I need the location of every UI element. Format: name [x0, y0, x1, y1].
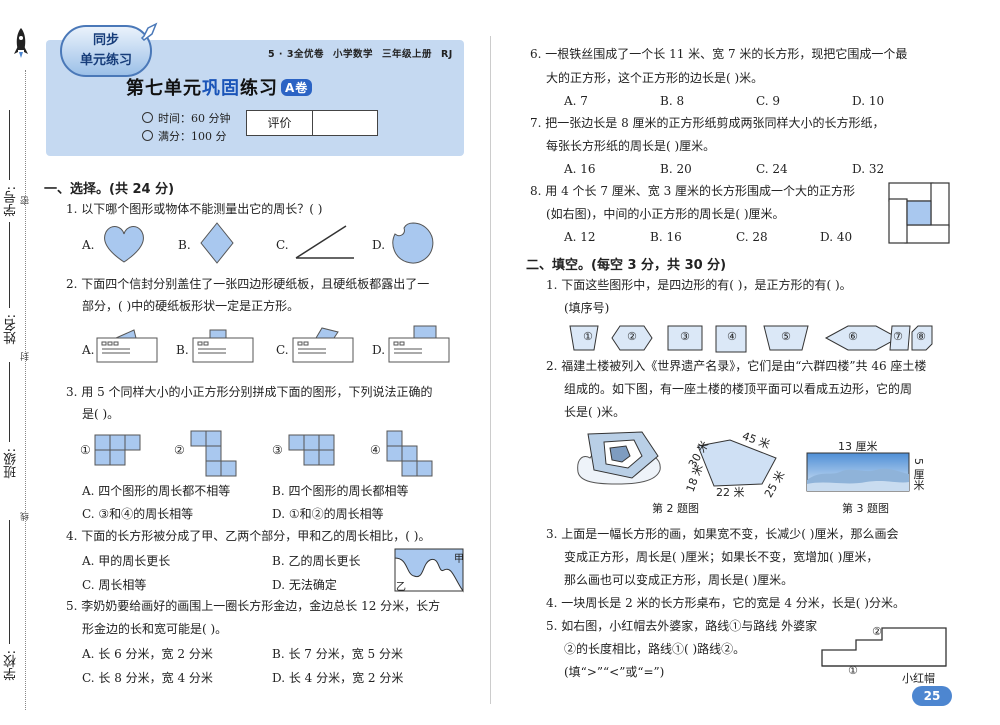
question-1: 1. 以下哪个图形或物体不能测量出它的周长？( ) [66, 202, 323, 216]
question-8-line1: 8. 用 4 个长 7 厘米、宽 3 厘米的长方形围成一个大的正方形 [530, 184, 856, 198]
pentomino-1-figure [94, 434, 141, 466]
student-id-blank[interactable] [9, 110, 10, 180]
shapes-row-figure [569, 325, 933, 353]
line-mark: 线 [21, 512, 31, 521]
question-2-line1: 2. 下面四个信封分别盖住了一张四边形硬纸板，且硬纸板都露出了一 [66, 277, 430, 291]
fill-3-line2: 变成正方形，周长是( )厘米；如果长不变，宽增加( )厘米， [564, 550, 879, 564]
rocket-icon [14, 28, 28, 58]
question-8-line2: (如右图)，中间的小正方形的周长是( )厘米。 [546, 207, 785, 221]
binding-margin: 学号: 密 姓名: 封 班级: 线 学校: [0, 0, 38, 725]
figure-2-caption: 第 2 题图 [652, 502, 699, 515]
class-blank[interactable] [9, 362, 10, 442]
full-score: 满分：100 分 [142, 128, 227, 144]
rocket-badge-icon [140, 22, 158, 41]
section-fill-heading: 二、填空。(每空 3 分，共 30 分) [526, 258, 727, 273]
name-blank[interactable] [9, 222, 10, 308]
fill-3-line3: 那么画也可以变成正方形，周长是( )厘米。 [564, 573, 794, 587]
clock-icon [142, 112, 153, 123]
fill-1-line1: 1. 下面这些图形中，是四边形的有( )，是正方形的有( )。 [546, 278, 852, 292]
question-6-line1: 6. 一根铁丝围成了一个长 11 米、宽 7 米的长方形，现把它围成一个最 [530, 47, 908, 61]
question-6-line2: 大的正方形，这个正方形的边长是( )米。 [546, 71, 764, 85]
seal-mark: 封 [21, 352, 31, 361]
fill-5-line2: ②的长度相比，路线①( )路线②。 [564, 642, 746, 656]
rhombus-figure [200, 222, 234, 264]
route-map-figure [821, 627, 947, 667]
pentagon-roof-figure [697, 439, 777, 487]
pinwheel-square-figure [888, 182, 950, 244]
fold-dotted-line [25, 70, 26, 710]
question-5-line2: 形金边的长和宽可能是( )。 [82, 622, 228, 636]
name-label: 姓名: [4, 314, 19, 345]
fill-4-line1: 4. 一块周长是 2 米的长方形桌布，它的宽是 4 分米，长是( )分米。 [546, 596, 905, 610]
unit-practice-badge: 同步 单元练习 [60, 25, 152, 77]
fold-mark: 密 [21, 196, 31, 205]
fill-1-line2: (填序号) [564, 301, 610, 315]
pentomino-3-figure [288, 434, 335, 466]
question-4: 4. 下面的长方形被分成了甲、乙两个部分，甲和乙的周长相比，( )。 [66, 529, 431, 543]
time-limit: 时间：60 分钟 [142, 110, 231, 126]
evaluation-box: 评价 [246, 110, 378, 136]
class-label: 班级: [4, 448, 19, 479]
question-5-line1: 5. 李奶奶要给画好的画围上一圈长方形金边，金边总长 12 分米，长方 [66, 599, 441, 613]
evaluation-field[interactable] [313, 111, 377, 135]
check-icon [142, 130, 153, 141]
question-3-line2: 是( )。 [82, 407, 120, 421]
fill-2-line3: 长是( )米。 [564, 405, 626, 419]
school-blank[interactable] [9, 520, 10, 644]
little-red-riding-hood-label: 小红帽 [902, 672, 935, 685]
section-choice-heading: 一、选择。(共 24 分) [44, 182, 175, 197]
envelope-c-figure [292, 327, 354, 363]
fill-5-line1: 5. 如右图，小红帽去外婆家，路线①与路线 外婆家 [546, 619, 818, 633]
envelope-d-figure [388, 325, 450, 363]
fill-2-line1: 2. 福建土楼被列入《世界遗产名录》，它们是由“六群四楼”共 46 座土楼 [546, 359, 927, 373]
question-7-line2: 每张长方形纸的周长是( )厘米。 [546, 139, 716, 153]
bitten-circle-figure [392, 222, 434, 264]
fill-3-line1: 3. 上面是一幅长方形的画，如果宽不变，长减少( )厘米，那么画会 [546, 527, 899, 541]
pentomino-4-figure [386, 430, 433, 477]
page-number: 25 [912, 686, 952, 706]
school-label: 学校: [4, 650, 19, 681]
volume-a-badge: A卷 [281, 79, 313, 96]
question-3-line1: 3. 用 5 个同样大小的小正方形分别拼成下面的图形，下列说法正确的 [66, 385, 433, 399]
envelope-a-figure [96, 329, 158, 363]
fill-2-line2: 组成的。如下图，有一座土楼的楼顶平面可以看成五边形，它的周 [564, 382, 913, 396]
column-divider [490, 36, 491, 704]
figure-3-caption: 第 3 题图 [842, 502, 889, 515]
rectangle-split-figure [394, 548, 464, 593]
envelope-b-figure [192, 329, 254, 363]
question-2-line2: 部分，( )中的硬纸板形状一定是正方形。 [82, 299, 300, 313]
angle-figure [295, 225, 354, 259]
tulou-building-figure [577, 431, 661, 485]
pentomino-2-figure [190, 430, 237, 477]
fill-5-line3: (填“>”“<”或“=”) [564, 665, 665, 679]
landscape-painting-figure [806, 452, 910, 492]
heart-figure [104, 226, 144, 263]
question-7-line1: 7. 把一张边长是 8 厘米的正方形纸剪成两张同样大小的长方形纸， [530, 116, 885, 130]
